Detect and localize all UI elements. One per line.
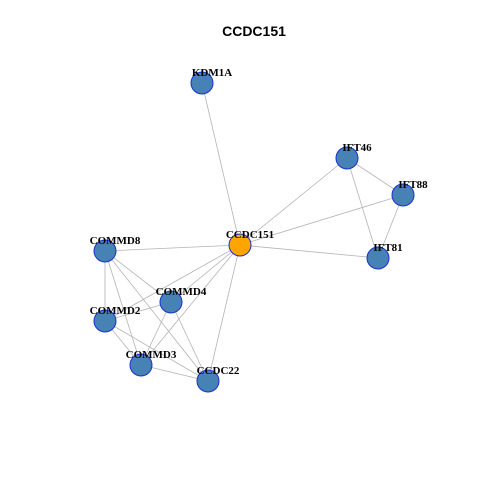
node-label-ccdc22: CCDC22 — [197, 365, 240, 377]
edge-commd4-ccdc22 — [170, 301, 209, 382]
graph-title: CCDC151 — [222, 23, 286, 39]
node-label-commd4: COMMD4 — [156, 286, 207, 298]
edge-commd4-commd3 — [140, 301, 172, 366]
edge-commd4-ccdc151 — [170, 244, 241, 303]
node-label-kdm1a: KDM1A — [192, 67, 232, 79]
edge-ift46-ift81 — [346, 157, 379, 259]
node-commd3[interactable] — [129, 353, 153, 377]
node-label-ift88: IFT88 — [398, 179, 428, 191]
node-commd8[interactable] — [93, 239, 117, 263]
edge-kdm1a-ccdc151 — [201, 82, 241, 246]
node-ift88[interactable] — [391, 183, 415, 207]
node-label-ift81: IFT81 — [373, 242, 402, 254]
node-ift46[interactable] — [335, 146, 359, 170]
node-commd2[interactable] — [93, 309, 117, 333]
node-label-ccdc151: CCDC151 — [226, 229, 274, 241]
edge-ift46-ccdc151 — [239, 157, 348, 246]
edge-ift81-ccdc151 — [239, 244, 379, 259]
edge-ift88-ccdc151 — [239, 194, 404, 246]
edge-commd8-commd4 — [104, 250, 172, 303]
edge-commd3-ccdc151 — [140, 244, 241, 366]
edge-commd8-ccdc22 — [104, 250, 209, 382]
node-label-commd8: COMMD8 — [90, 235, 141, 247]
node-commd4[interactable] — [159, 290, 183, 314]
edge-commd8-commd3 — [104, 250, 142, 366]
node-ccdc151[interactable] — [228, 233, 252, 257]
node-label-commd2: COMMD2 — [90, 305, 141, 317]
node-ccdc22[interactable] — [196, 369, 220, 393]
node-label-ift46: IFT46 — [342, 142, 372, 154]
edge-commd8-ccdc151 — [104, 244, 241, 252]
node-kdm1a[interactable] — [190, 71, 214, 95]
edge-ccdc22-ccdc151 — [207, 244, 241, 382]
node-ift81[interactable] — [366, 246, 390, 270]
edge-commd2-ccdc22 — [104, 320, 209, 382]
edge-commd2-ccdc151 — [104, 244, 241, 322]
node-label-commd3: COMMD3 — [126, 349, 177, 361]
